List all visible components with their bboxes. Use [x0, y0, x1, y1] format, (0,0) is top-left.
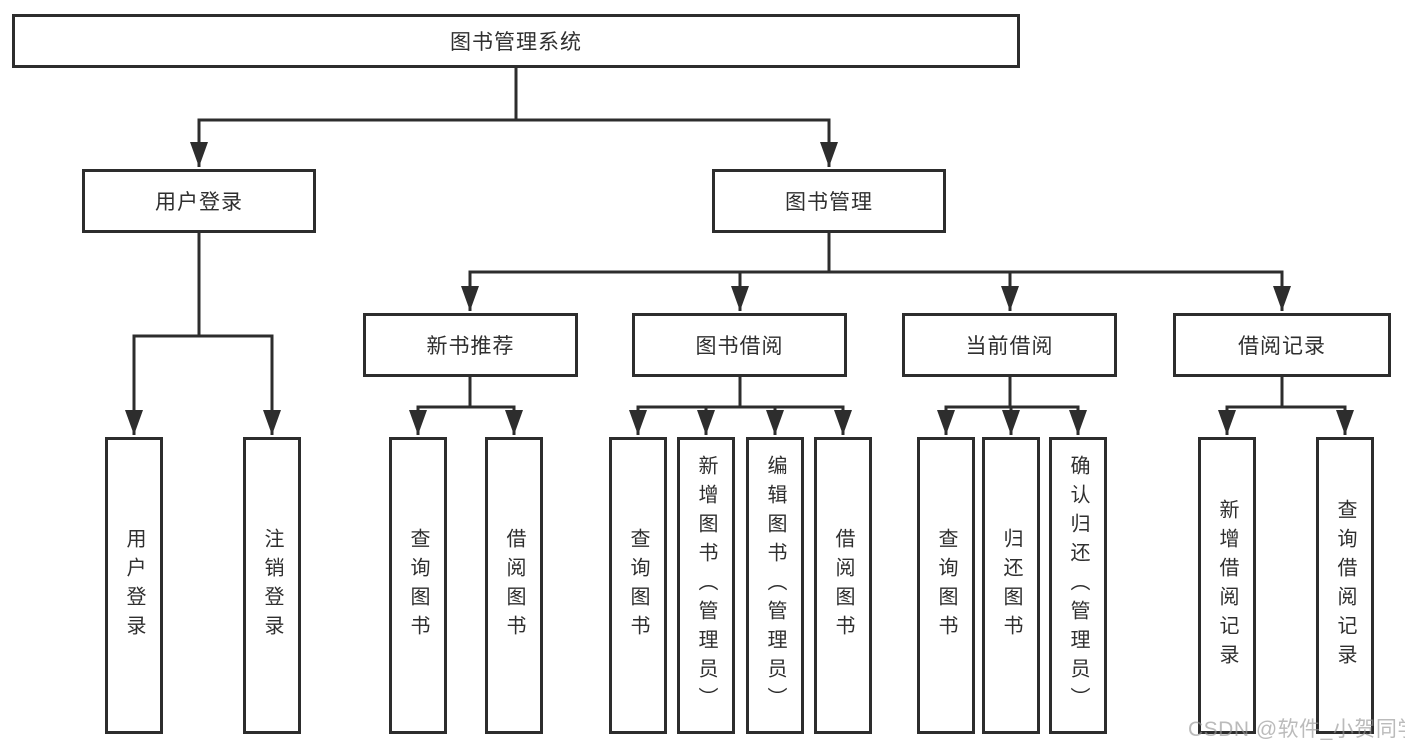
node-label: 编辑图书（管理员） — [764, 455, 786, 716]
node-label: 当前借阅 — [965, 335, 1054, 358]
node-label: 注销登录 — [261, 527, 283, 644]
node-book-management: 图书管理 — [712, 169, 946, 233]
node-label: 查询图书 — [407, 527, 429, 644]
node-label: 用户登录 — [123, 527, 145, 644]
node-book-borrowing: 图书借阅 — [632, 313, 847, 377]
node-label: 查询借阅记录 — [1334, 498, 1356, 673]
leaf-borrow-books-recommend: 借阅图书 — [485, 437, 543, 734]
node-label: 借阅图书 — [503, 527, 525, 644]
node-library-management-system: 图书管理系统 — [12, 14, 1020, 68]
leaf-query-books-recommend: 查询图书 — [389, 437, 447, 734]
node-label: 查询图书 — [627, 527, 649, 644]
node-borrowing-records: 借阅记录 — [1173, 313, 1391, 377]
leaf-logout: 注销登录 — [243, 437, 301, 734]
connector-book-mgmt-to-level2 — [461, 233, 1291, 311]
connector-new-book-rec-to-leaves — [409, 377, 523, 435]
leaf-query-borrow-record: 查询借阅记录 — [1316, 437, 1374, 734]
connector-user-login-to-leaves — [125, 233, 281, 435]
leaf-borrow-books: 借阅图书 — [814, 437, 872, 734]
node-user-login: 用户登录 — [82, 169, 316, 233]
node-label: 图书管理 — [785, 191, 873, 214]
node-label: 用户登录 — [155, 191, 243, 214]
leaf-confirm-return-admin: 确认归还（管理员） — [1049, 437, 1107, 734]
leaf-return-books: 归还图书 — [982, 437, 1040, 734]
node-label: 新书推荐 — [426, 335, 515, 358]
leaf-query-books-borrow: 查询图书 — [609, 437, 667, 734]
node-label: 新增借阅记录 — [1216, 498, 1238, 673]
csdn-watermark: CSDN @软件_小贺同学 — [1188, 718, 1405, 741]
node-label: 归还图书 — [1000, 527, 1022, 644]
leaf-add-borrow-record: 新增借阅记录 — [1198, 437, 1256, 734]
node-label: 图书管理系统 — [450, 31, 582, 54]
node-label: 查询图书 — [935, 527, 957, 644]
leaf-edit-books-admin: 编辑图书（管理员） — [746, 437, 804, 734]
node-new-book-recommend: 新书推荐 — [363, 313, 578, 377]
connector-book-borrow-to-leaves — [629, 377, 852, 435]
connector-current-borrow-to-leaves — [937, 377, 1087, 435]
connector-borrow-records-to-leaves — [1218, 377, 1354, 435]
leaf-user-login: 用户登录 — [105, 437, 163, 734]
node-current-borrowing: 当前借阅 — [902, 313, 1117, 377]
node-label: 新增图书（管理员） — [695, 455, 717, 716]
connector-root-to-level1 — [190, 68, 838, 167]
node-label: 借阅图书 — [832, 527, 854, 644]
node-label: 图书借阅 — [695, 335, 784, 358]
leaf-add-books-admin: 新增图书（管理员） — [677, 437, 735, 734]
node-label: 借阅记录 — [1238, 335, 1326, 358]
node-label: 确认归还（管理员） — [1067, 455, 1089, 716]
leaf-query-books-current: 查询图书 — [917, 437, 975, 734]
